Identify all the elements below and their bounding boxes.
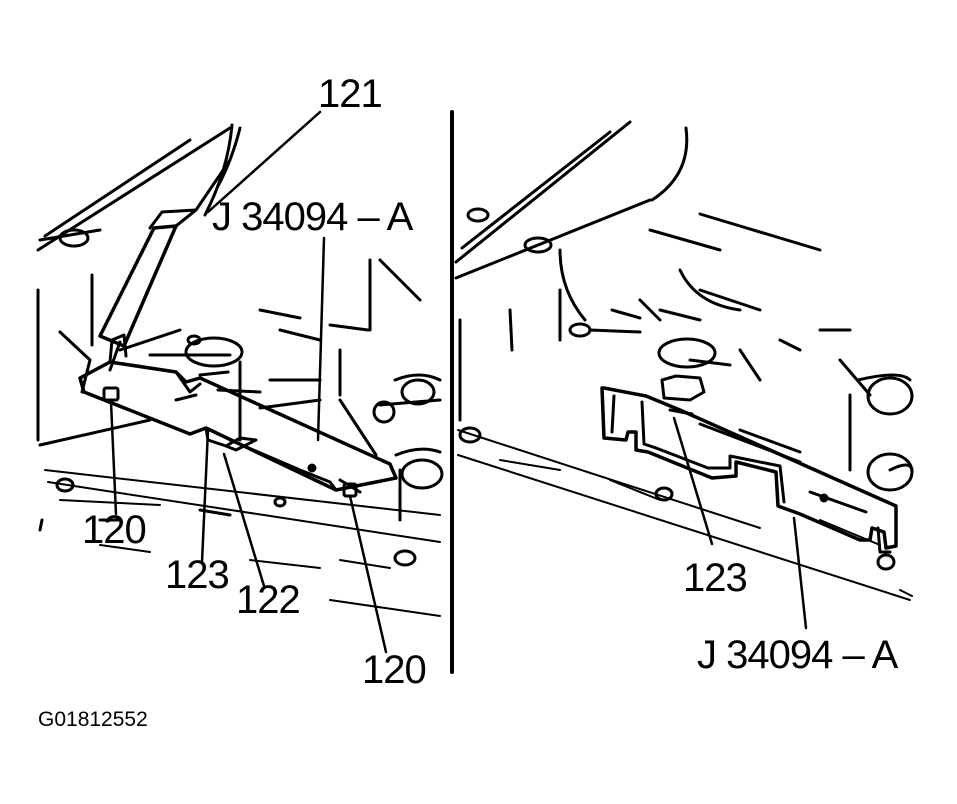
callout-tool-right: J 34094 – A (697, 633, 898, 677)
figure-id: G01812552 (38, 708, 148, 731)
callout-120-left: 120 (82, 508, 147, 552)
right-tool-j34094a (600, 386, 898, 554)
callout-tool-left: J 34094 – A (212, 195, 413, 239)
callout-120-right: 120 (362, 648, 427, 692)
callout-123-right: 123 (683, 556, 748, 600)
right-valve-body (454, 120, 914, 601)
left-tool-j34094a (78, 333, 398, 498)
left-tool-handle-121 (98, 158, 232, 348)
callout-123-left: 123 (165, 553, 230, 597)
callout-122: 122 (236, 578, 301, 622)
callout-121: 121 (318, 72, 383, 116)
left-leader-lines (109, 110, 388, 654)
right-leader-lines (672, 416, 808, 630)
left-valve-body (36, 123, 444, 617)
